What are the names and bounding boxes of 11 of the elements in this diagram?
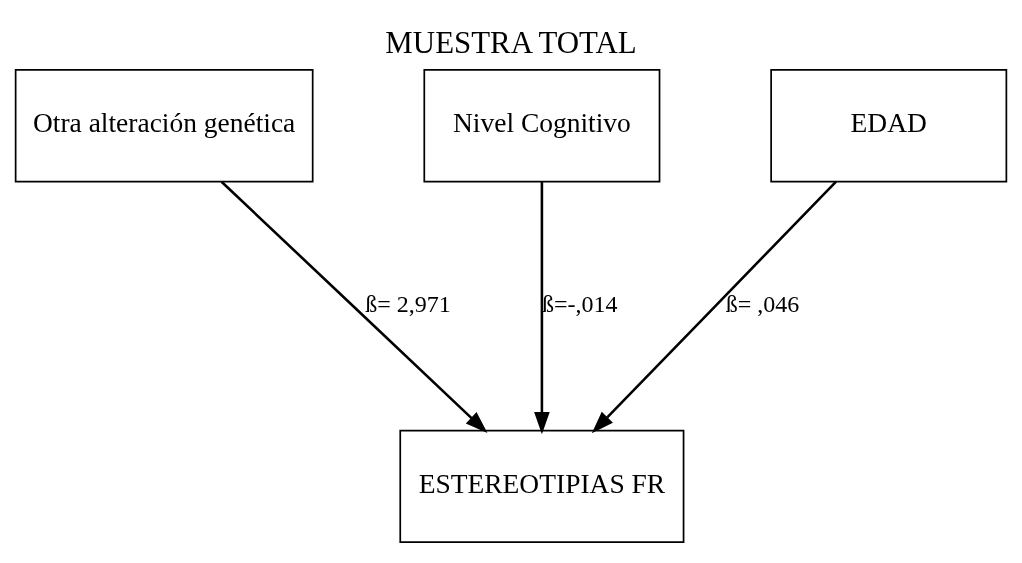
diagram-title: MUESTRA TOTAL [385,24,637,60]
arrow [591,180,837,433]
edge-label: ß= 2,971 [365,290,451,317]
node-box: EDAD [770,68,1008,182]
edge-label: ß=-,014 [541,290,618,317]
node-box: Otra alteración genética [14,68,314,182]
node-box: Nivel Cognitivo [423,68,661,182]
arrow [534,181,550,434]
edge-label: ß= ,046 [725,290,800,317]
arrow [220,180,488,433]
node-box: ESTEREOTIPIAS FR [399,429,685,543]
